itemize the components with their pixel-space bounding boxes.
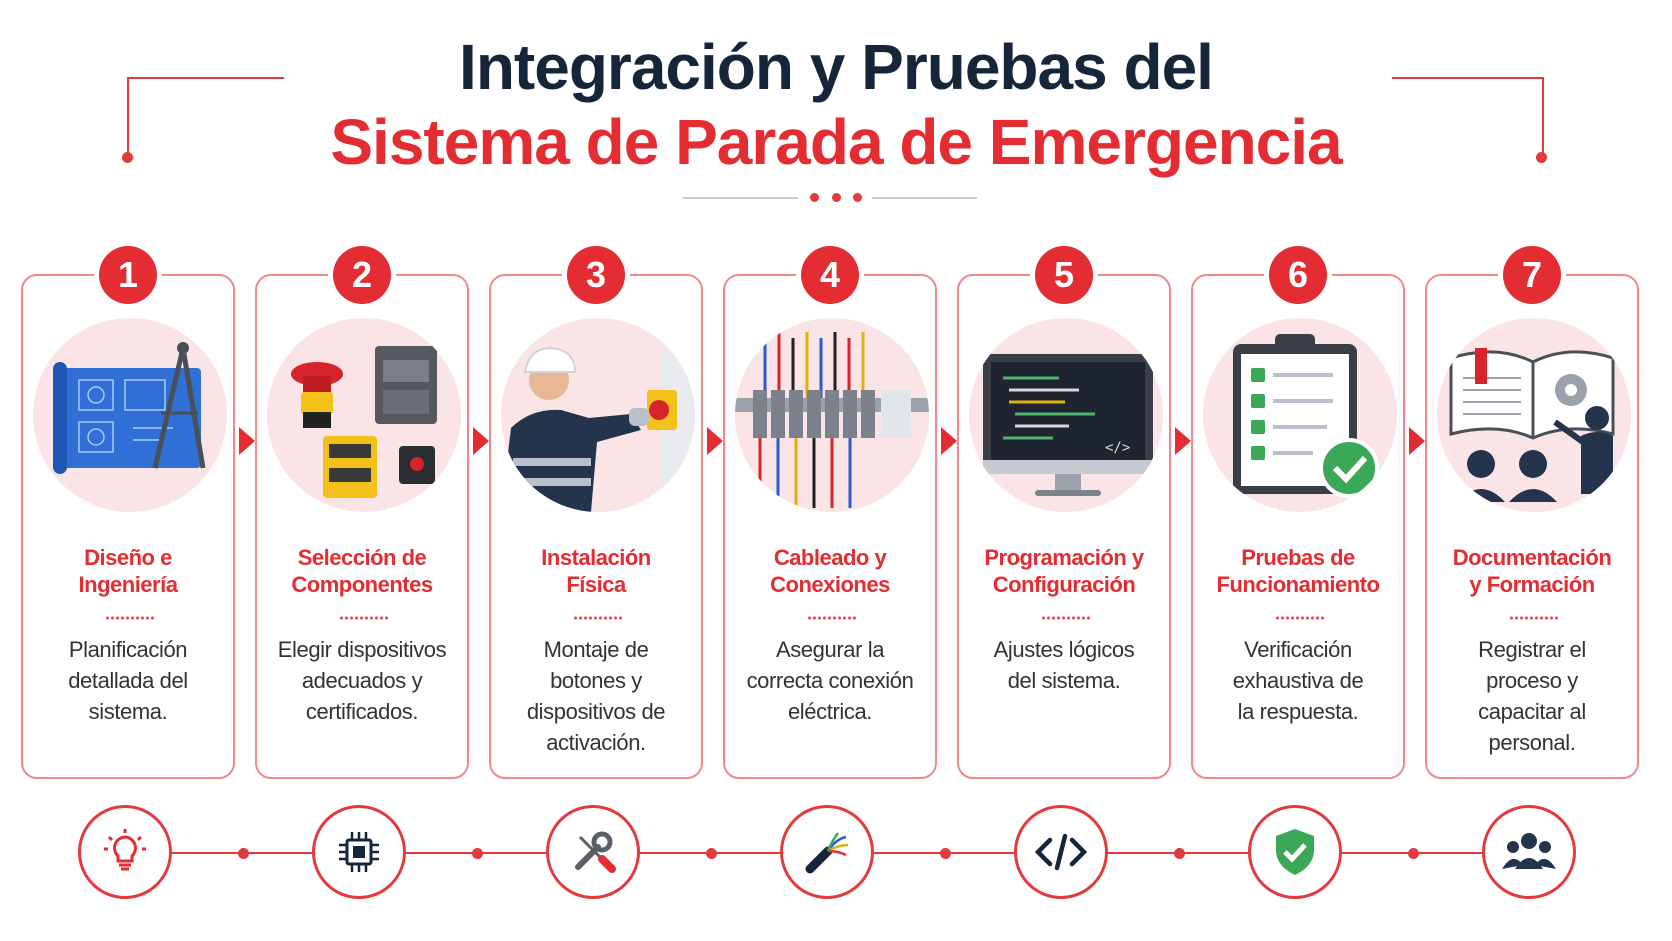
divider-left <box>683 197 798 199</box>
step-description: Registrar el proceso y capacitar al pers… <box>1478 637 1586 755</box>
step-number-badge: 4 <box>801 246 859 304</box>
timeline-dot <box>706 848 717 859</box>
step-title: Programación y Configuración <box>984 545 1144 597</box>
terminal-wiring-icon <box>735 318 929 512</box>
chevron-right-icon <box>1409 427 1425 455</box>
chevron-right-icon <box>707 427 723 455</box>
checklist-clipboard-icon <box>1203 318 1397 512</box>
step-title: Documentación y Formación <box>1452 545 1612 597</box>
users-group-icon <box>1482 805 1576 899</box>
bracket-dot-left <box>122 152 133 163</box>
title-line-2: Sistema de Parada de Emergencia <box>330 106 1342 178</box>
title-dots <box>1041 616 1091 620</box>
divider-right <box>872 197 977 199</box>
title-dots <box>1509 616 1559 620</box>
blueprint-compass-icon <box>33 318 227 512</box>
code-monitor-icon: </> <box>969 318 1163 512</box>
step-number-badge: 1 <box>99 246 157 304</box>
cable-icon <box>780 805 874 899</box>
step-title: Selección de Componentes <box>291 545 433 597</box>
technician-installing-icon <box>501 318 695 512</box>
step-description: Asegurar la correcta conexión eléctrica. <box>746 637 914 724</box>
step-number-badge: 2 <box>333 246 391 304</box>
timeline-dot <box>1408 848 1419 859</box>
step-number-badge: 5 <box>1035 246 1093 304</box>
lightbulb-icon <box>78 805 172 899</box>
safety-components-icon <box>267 318 461 512</box>
bracket-dot-right <box>1536 152 1547 163</box>
step-card-4: Cableado y Conexiones Asegurar la correc… <box>723 274 937 779</box>
chevron-right-icon <box>473 427 489 455</box>
divider-dots <box>810 193 862 202</box>
step-number-badge: 7 <box>1503 246 1561 304</box>
title-dots <box>1275 616 1325 620</box>
microchip-icon <box>312 805 406 899</box>
step-card-5: </> Programación y Configuración Ajustes… <box>957 274 1171 779</box>
step-card-6: Pruebas de Funcionamiento Verificación e… <box>1191 274 1405 779</box>
step-description: Verificación exhaustiva de la respuesta. <box>1232 637 1364 724</box>
step-card-1: Diseño e Ingeniería Planificación detall… <box>21 274 235 779</box>
step-description: Planificación detallada del sistema. <box>68 637 188 724</box>
decorative-bracket-left <box>127 77 284 159</box>
timeline-dot <box>472 848 483 859</box>
title-dots <box>573 616 623 620</box>
code-icon <box>1014 805 1108 899</box>
svg-text:</>: </> <box>1105 440 1130 456</box>
timeline-dot <box>238 848 249 859</box>
timeline-dot <box>1174 848 1185 859</box>
step-description: Ajustes lógicos del sistema. <box>993 637 1135 693</box>
step-description: Montaje de botones y dispositivos de act… <box>526 637 666 755</box>
step-title: Instalación Física <box>541 545 651 597</box>
step-card-3: Instalación Física Montaje de botones y … <box>489 274 703 779</box>
step-description: Elegir dispositivos adecuados y certific… <box>277 637 447 724</box>
book-training-icon <box>1437 318 1631 512</box>
step-card-7: Documentación y Formación Registrar el p… <box>1425 274 1639 779</box>
chevron-right-icon <box>1175 427 1191 455</box>
decorative-bracket-right <box>1392 77 1544 159</box>
step-card-2: Selección de Componentes Elegir disposit… <box>255 274 469 779</box>
timeline-dot <box>940 848 951 859</box>
step-title: Diseño e Ingeniería <box>78 545 178 597</box>
step-number-badge: 3 <box>567 246 625 304</box>
step-title: Cableado y Conexiones <box>770 545 890 597</box>
title-line-1: Integración y Pruebas del <box>459 31 1214 103</box>
chevron-right-icon <box>941 427 957 455</box>
title-dots <box>105 616 155 620</box>
title-dots <box>807 616 857 620</box>
wrench-screwdriver-icon <box>546 805 640 899</box>
shield-check-icon <box>1248 805 1342 899</box>
step-number-badge: 6 <box>1269 246 1327 304</box>
step-title: Pruebas de Funcionamiento <box>1216 545 1380 597</box>
title-dots <box>339 616 389 620</box>
chevron-right-icon <box>239 427 255 455</box>
